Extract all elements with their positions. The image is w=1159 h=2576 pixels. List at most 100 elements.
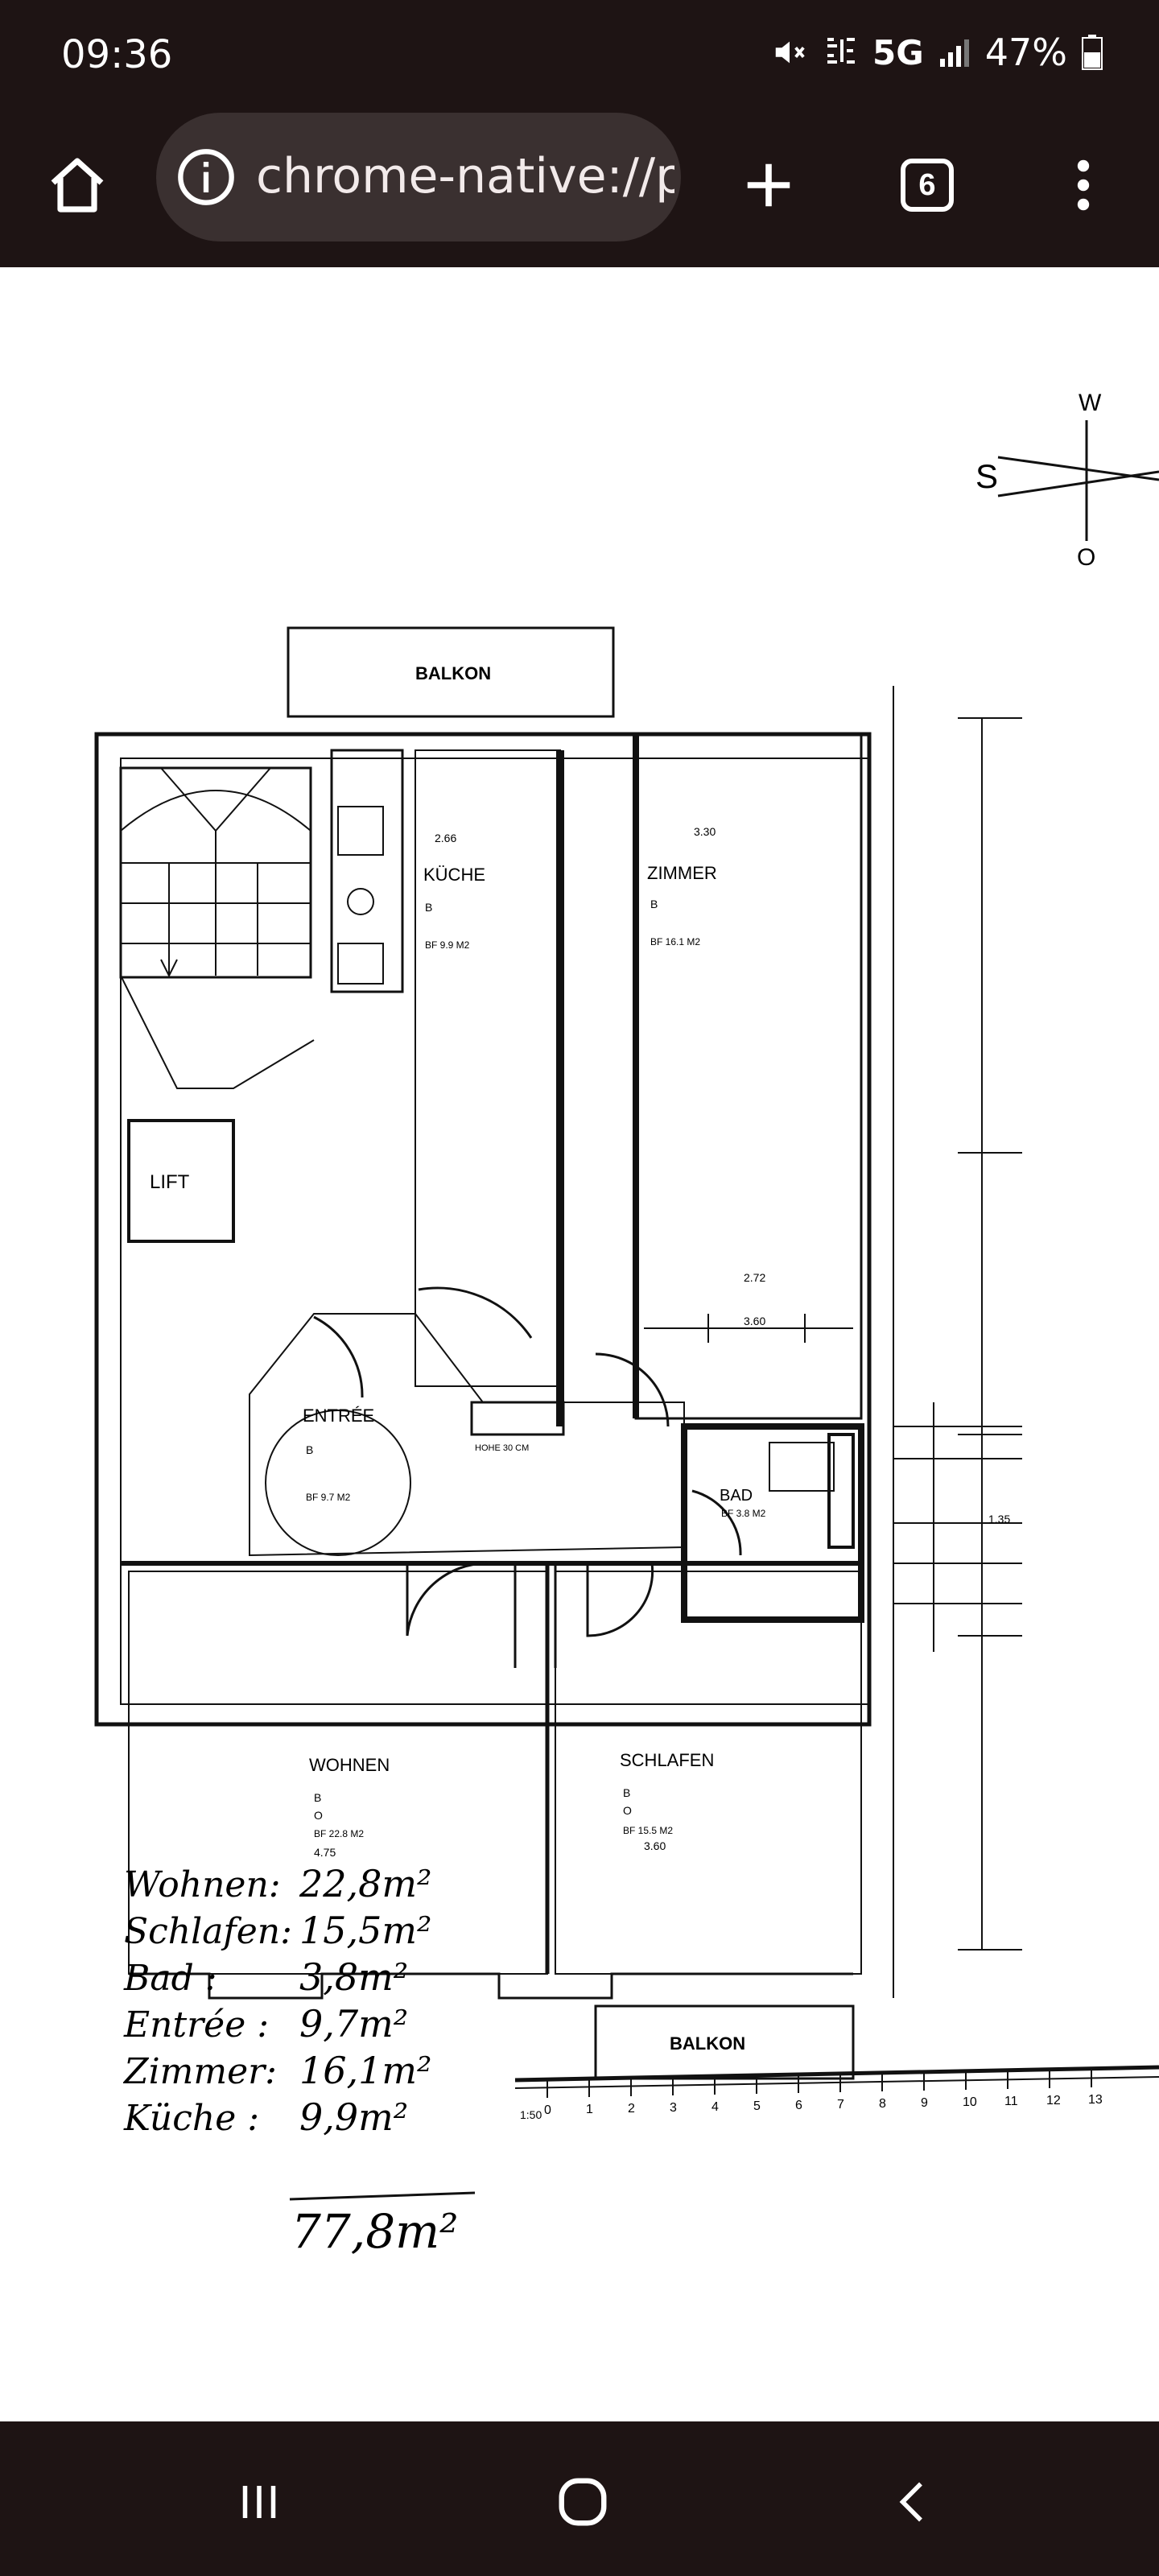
handwritten-total: 77,8m² — [291, 2204, 458, 2259]
balcony-top-label: BALKON — [415, 663, 491, 683]
status-bar: 09:36 5G 47% — [0, 0, 1159, 113]
scale-bar — [514, 2065, 1159, 2089]
browser-toolbar: chrome-native://p 6 — [0, 113, 1159, 267]
tabs-icon: 6 — [901, 159, 954, 212]
compass-east: O — [1077, 544, 1095, 571]
scale-tick-label: 13 — [1088, 2093, 1103, 2107]
kueche-bf: BF 9.9 M2 — [425, 939, 470, 951]
menu-button[interactable] — [1043, 145, 1124, 225]
schlafen-room — [555, 1571, 862, 1975]
handwritten-value: 9,7m² — [299, 2002, 408, 2046]
schlafen-o: O — [623, 1804, 632, 1817]
scale-tick-label: 4 — [711, 2100, 719, 2114]
zimmer-width-2: 2.72 — [744, 1271, 765, 1284]
plus-icon — [747, 163, 790, 207]
scale-tick-label: 12 — [1046, 2094, 1061, 2107]
handwritten-label: Zimmer: — [122, 2051, 277, 2092]
mute-icon — [775, 41, 805, 64]
handwritten-label: Wohnen: — [124, 1864, 281, 1905]
handwritten-value: 3,8m² — [299, 1955, 408, 1999]
entree-label: ENTRÉE — [303, 1406, 374, 1426]
scale-prefix: 1:50 — [520, 2108, 542, 2121]
home-icon — [51, 158, 104, 213]
home-nav-button[interactable] — [534, 2462, 631, 2542]
scale-tick-label: 2 — [628, 2102, 635, 2116]
kueche-b: B — [425, 901, 432, 914]
zimmer-b: B — [650, 898, 658, 910]
scale-tick-label: 8 — [879, 2097, 886, 2111]
balcony-bottom-outline — [594, 2004, 855, 2080]
scale-tick-label: 1 — [586, 2103, 593, 2116]
home-button[interactable] — [37, 145, 118, 225]
wohnen-label: WOHNEN — [309, 1755, 390, 1775]
right-dimension: 1.35 — [988, 1513, 1010, 1525]
handwritten-value: 16,1m² — [299, 2049, 431, 2092]
scale-tick-label: 9 — [921, 2096, 928, 2110]
handwritten-label: Entrée : — [123, 2004, 269, 2046]
battery-icon — [1082, 35, 1103, 70]
balcony-bottom-label: BALKON — [670, 2033, 745, 2054]
scale-tick-label: 5 — [753, 2099, 761, 2113]
compass-south: S — [975, 457, 998, 495]
back-icon — [899, 2482, 922, 2522]
scale-tick-label: 10 — [963, 2095, 977, 2109]
zimmer-width: 3.30 — [694, 825, 716, 838]
back-button[interactable] — [864, 2462, 961, 2542]
handwritten-value: 15,5m² — [299, 1909, 431, 1952]
volte-icon — [823, 33, 858, 72]
hohe-label: HOHE 30 CM — [475, 1443, 529, 1453]
system-nav-bar — [0, 2421, 1159, 2576]
schlafen-label: SCHLAFEN — [620, 1750, 714, 1770]
handwritten-value: 9,9m² — [299, 2095, 408, 2139]
kueche-label: KÜCHE — [423, 865, 485, 885]
staircase — [119, 766, 312, 979]
entree-bf: BF 9.7 M2 — [306, 1492, 351, 1503]
entree-room — [249, 1313, 685, 1557]
url-text[interactable]: chrome-native://p — [256, 148, 674, 204]
recents-icon — [242, 2486, 276, 2518]
scale-tick-label: 0 — [544, 2103, 551, 2117]
zimmer-width-3: 3.60 — [744, 1315, 765, 1327]
tab-count: 6 — [918, 167, 936, 202]
tab-switcher-button[interactable]: 6 — [887, 145, 967, 225]
scale-tick-label: 7 — [837, 2098, 844, 2112]
zimmer-label: ZIMMER — [647, 863, 717, 883]
scale-tick-label: 3 — [670, 2101, 677, 2115]
wohnen-b: B — [314, 1791, 321, 1804]
new-tab-button[interactable] — [724, 145, 813, 225]
kueche-width: 2.66 — [435, 832, 456, 844]
status-icons: 5G 47% — [771, 31, 1103, 74]
bad-bf: BF 3.8 M2 — [721, 1508, 766, 1519]
omnibox[interactable]: chrome-native://p — [156, 113, 681, 242]
schlafen-b: B — [623, 1786, 630, 1799]
signal-icon — [939, 39, 969, 67]
scale-tick-label: 11 — [1004, 2095, 1018, 2108]
compass — [997, 420, 1159, 541]
entree-b: B — [306, 1443, 313, 1456]
more-vert-icon — [1077, 159, 1090, 211]
battery-percent: 47% — [984, 31, 1067, 74]
handwritten-label: Bad : — [123, 1958, 217, 1999]
handwritten-label: Schlafen: — [124, 1911, 292, 1952]
kitchen-room — [415, 749, 561, 1387]
balcony-top-outline — [287, 626, 615, 718]
schlafen-width: 3.60 — [644, 1839, 666, 1852]
info-icon[interactable] — [175, 147, 237, 208]
recents-button[interactable] — [211, 2462, 307, 2542]
wohnen-o: O — [314, 1809, 323, 1822]
handwritten-value: 22,8m² — [299, 1862, 431, 1905]
page-content: W S O BALKON BALKON KÜCHE B BF 9.9 M2 ZI… — [0, 267, 1159, 2421]
home-circle-icon — [559, 2478, 607, 2526]
bad-label: BAD — [720, 1487, 753, 1505]
wohnen-width: 4.75 — [314, 1846, 336, 1859]
network-type: 5G — [872, 32, 924, 72]
status-time: 09:36 — [61, 32, 173, 77]
bad-room — [681, 1423, 864, 1623]
wohnen-bf: BF 22.8 M2 — [314, 1828, 364, 1839]
handwritten-label: Küche : — [123, 2098, 259, 2139]
schlafen-bf: BF 15.5 M2 — [623, 1825, 673, 1836]
compass-west: W — [1079, 390, 1102, 416]
floor-plan-image: W S O BALKON BALKON KÜCHE B BF 9.9 M2 ZI… — [94, 390, 1159, 2259]
